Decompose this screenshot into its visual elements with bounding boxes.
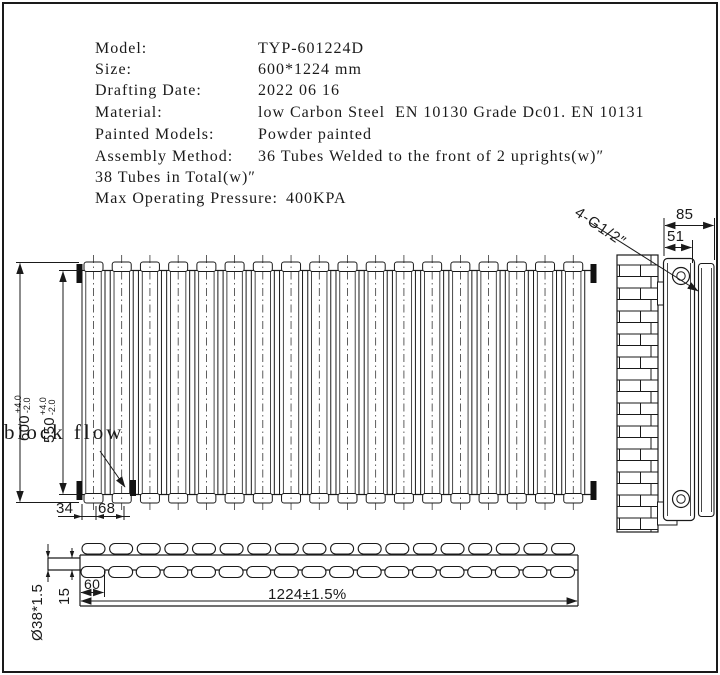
dim-offset-34: 34: [56, 500, 74, 517]
dim-end-60: 60: [84, 576, 101, 592]
dim-length-1224: 1224±1.5%: [268, 586, 347, 603]
spec-value: Powder painted: [258, 126, 372, 143]
spec-value: TYP-601224D: [258, 40, 365, 57]
tolerance-minus: -2.0: [46, 399, 57, 416]
spec-row-paint: Painted Models: Powder painted: [95, 126, 372, 144]
plan-tube-sections: [80, 542, 576, 579]
plan-view: [45, 542, 579, 607]
wall-bricks: [616, 254, 659, 533]
spec-label: Painted Models:: [95, 126, 215, 143]
spec-value: 400KPA: [285, 190, 347, 207]
tolerance: +4.0 -2.0: [38, 397, 57, 416]
dim-value: 15: [56, 587, 73, 605]
dim-row-gap-15: 15: [56, 588, 73, 605]
front-tubes: [81, 255, 586, 510]
spec-label: Size:: [95, 61, 132, 78]
side-view: [588, 218, 715, 533]
spec-line-tubes-total: 38 Tubes in Total(w)″: [95, 169, 256, 186]
spec-label: Assembly Method:: [95, 148, 234, 165]
spec-label: Max Operating Pressure:: [95, 190, 278, 207]
tolerance: +4.0 -2.0: [13, 395, 32, 414]
blocked-tube: [130, 480, 136, 496]
spec-label: Drafting Date:: [95, 82, 202, 99]
spec-row-date: Drafting Date: 2022 06 16: [95, 82, 340, 100]
spec-value: 36 Tubes Welded to the front of 2 uprigh…: [258, 148, 605, 165]
spec-value: 2022 06 16: [258, 82, 340, 99]
dim-depth-85: 85: [676, 206, 694, 223]
spec-row-material: Material: low Carbon Steel EN 10130 Grad…: [95, 104, 645, 122]
spec-label: Model:: [95, 40, 148, 57]
dim-bracket-51: 51: [667, 228, 685, 245]
spec-label: Material:: [95, 104, 163, 121]
dim-pitch-68: 68: [98, 500, 116, 517]
spec-row-assembly: Assembly Method: 36 Tubes Welded to the …: [95, 148, 604, 166]
tube-spec-label: Ø38*1.5: [29, 584, 46, 641]
spec-value: 600*1224 mm: [258, 61, 362, 78]
spec-row-pressure: Max Operating Pressure: 400KPA: [95, 190, 347, 208]
front-view: [16, 255, 597, 520]
dim-value: Ø38*1.5: [29, 583, 46, 641]
spec-value: low Carbon Steel EN 10130 Grade Dc01. EN…: [258, 104, 645, 121]
tolerance-minus: -2.0: [21, 397, 32, 414]
spec-row-model: Model: TYP-601224D: [95, 40, 364, 58]
spec-row-size: Size: 600*1224 mm: [95, 61, 362, 79]
block-flow-annotation: block flow: [4, 420, 125, 444]
